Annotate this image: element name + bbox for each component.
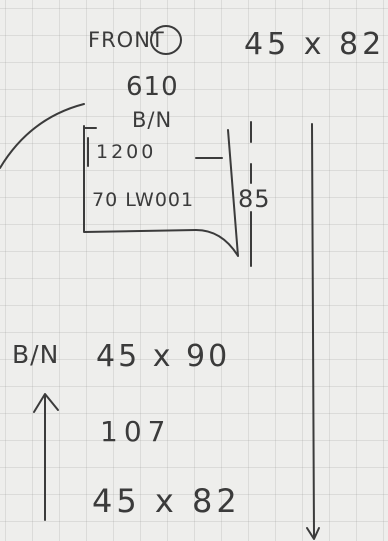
bn-top-label: B/N — [132, 108, 173, 132]
mid-dimension-label: 45 x 90 — [96, 339, 231, 374]
top-dimension-label: 45 x 82 — [244, 27, 386, 62]
down-arrow-head — [306, 527, 320, 540]
up-arrow-head — [33, 393, 59, 413]
bottom-dimension-label: 45 x 82 — [92, 482, 241, 520]
bn-left-label: B/N — [12, 340, 60, 369]
measure-610-label: 610 — [126, 72, 179, 102]
front-label: FRONT — [88, 28, 165, 52]
measure-85-label: 85 — [238, 185, 271, 213]
measure-1200-label: 1200 — [96, 141, 157, 163]
long-vertical-line — [311, 123, 315, 537]
sketch-box — [83, 125, 239, 257]
leader-curve — [0, 103, 85, 169]
measure-107-label: 107 — [100, 415, 172, 448]
front-circle-mark — [150, 25, 182, 55]
code-70-label: 70 LW001 — [92, 189, 195, 211]
